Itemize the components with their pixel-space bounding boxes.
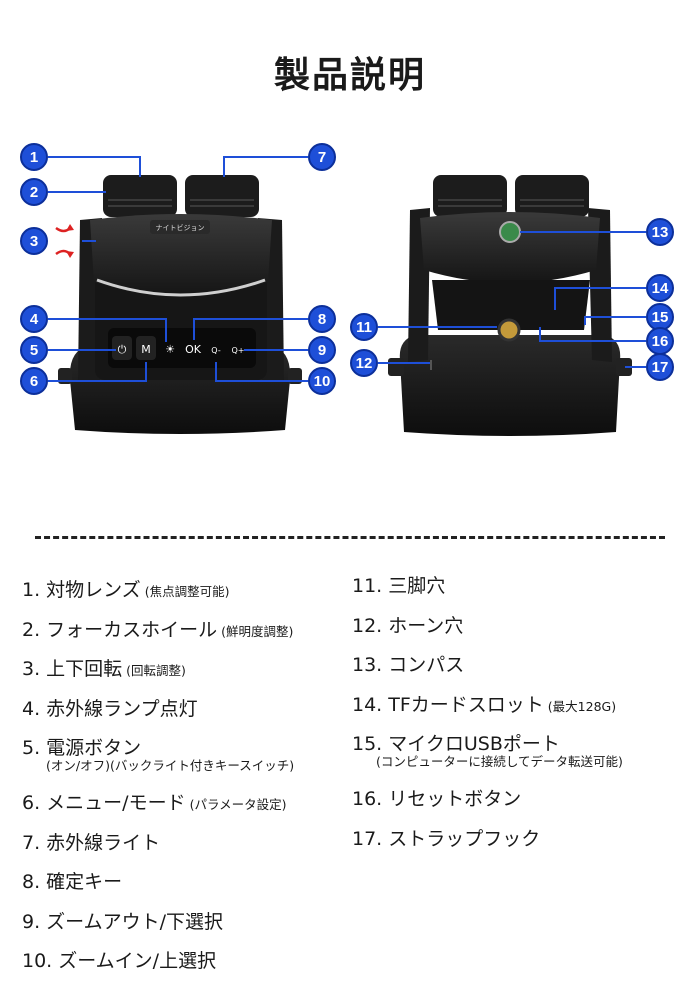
callout-16: 16: [646, 327, 674, 355]
callout-9: 9: [308, 336, 336, 364]
list-item: 3. 上下回転(回転調整): [22, 658, 186, 680]
lens-label: ナイトビジョン: [156, 223, 205, 232]
zoom-out-button[interactable]: Q-: [211, 346, 221, 355]
eyepiece-left: [103, 175, 177, 217]
callout-7: 7: [308, 143, 336, 171]
callout-13: 13: [646, 218, 674, 246]
ir-lamp-button[interactable]: ☀: [165, 343, 175, 356]
list-item: 17. ストラップフック: [352, 827, 541, 850]
callout-14: 14: [646, 274, 674, 302]
callout-10: 10: [308, 367, 336, 395]
list-item: 15. マイクロUSBポート(コンピューターに接続してデータ転送可能): [352, 733, 623, 769]
list-item: 16. リセットボタン: [352, 788, 522, 810]
callout-12: 12: [350, 349, 378, 377]
menu-button[interactable]: M: [141, 343, 151, 356]
back-view: [378, 175, 646, 436]
eyepiece-right: [185, 175, 259, 217]
list-item: 12. ホーン穴: [352, 614, 464, 637]
callout-11: 11: [350, 313, 378, 341]
zoom-in-button[interactable]: Q+: [232, 346, 245, 355]
page-title: 製品説明: [273, 55, 426, 96]
front-view: ナイトビジョン ⏻ M ☀ OK Q- Q+: [48, 156, 308, 434]
power-button[interactable]: ⏻: [118, 343, 127, 356]
control-buttons: ⏻ M ☀ OK Q- Q+: [112, 336, 245, 360]
list-item: 9. ズームアウト/下選択: [22, 910, 223, 933]
callout-1: 1: [20, 143, 48, 171]
ok-button[interactable]: OK: [185, 343, 202, 356]
list-item: 14. TFカードスロット(最大128G): [352, 693, 617, 716]
list-item: 4. 赤外線ランプ点灯: [22, 697, 198, 720]
list-item: 13. コンパス: [352, 654, 465, 676]
callout-5: 5: [20, 336, 48, 364]
tripod-hole: [497, 318, 521, 342]
list-item: 11. 三脚穴: [352, 575, 446, 597]
callout-6: 6: [20, 367, 48, 395]
callout-4: 4: [20, 305, 48, 333]
list-item: 6. メニュー/モード(パラメータ設定): [22, 792, 287, 814]
callout-8: 8: [308, 305, 336, 333]
list-item: 1. 対物レンズ(焦点調整可能): [22, 579, 230, 601]
horn-hole: [430, 360, 432, 370]
parts-list-left: 1. 対物レンズ(焦点調整可能) 2. フォーカスホイール(鮮明度調整) 3. …: [22, 577, 352, 988]
list-item: 7. 赤外線ライト: [22, 831, 161, 854]
list-item: 10. ズームイン/上選択: [22, 950, 217, 972]
callout-2: 2: [20, 178, 48, 206]
list-item: 5. 電源ボタン(オン/オフ)(バックライト付きキースイッチ): [22, 737, 295, 773]
section-divider: [35, 536, 665, 539]
list-item: 2. フォーカスホイール(鮮明度調整): [22, 618, 294, 641]
compass-icon: [499, 221, 521, 243]
parts-list-right: 11. 三脚穴 12. ホーン穴 13. コンパス 14. TFカードスロット(…: [352, 573, 692, 865]
binocular-illustration: ナイトビジョン ⏻ M ☀ OK Q- Q+: [48, 156, 646, 436]
callout-3: 3: [20, 227, 48, 255]
callout-17: 17: [646, 353, 674, 381]
product-diagram: ナイトビジョン ⏻ M ☀ OK Q- Q+: [0, 120, 700, 450]
list-item: 8. 確定キー: [22, 871, 123, 893]
